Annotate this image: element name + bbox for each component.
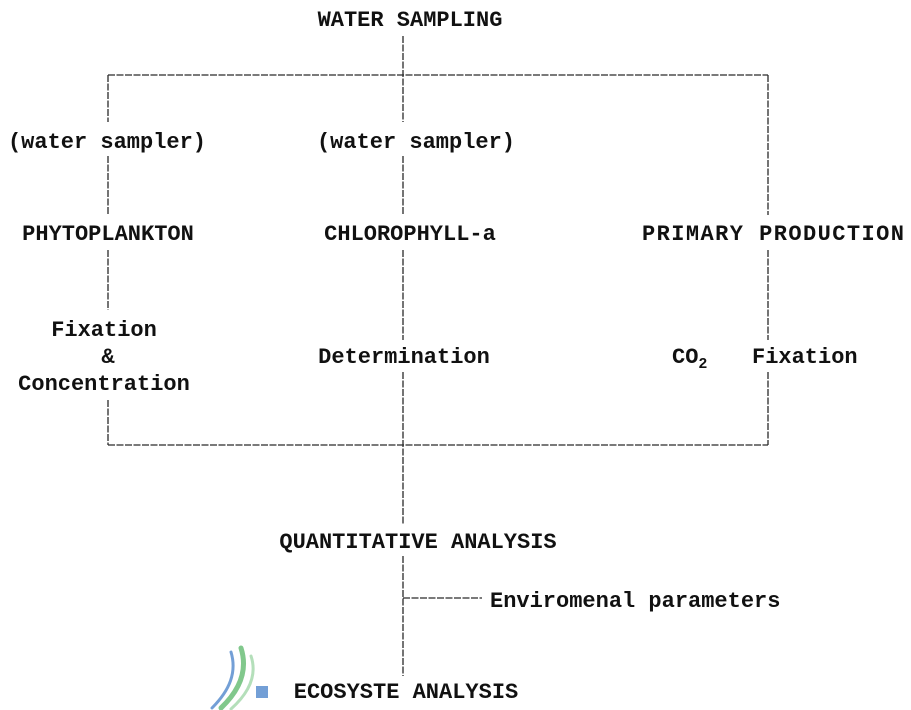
watermark-swirl-green [218, 645, 246, 710]
watermark-square [256, 686, 268, 698]
watermark-swirl-blue [210, 650, 235, 710]
co2-subscript: 2 [698, 356, 707, 373]
fixation-label: Fixation [752, 345, 858, 370]
phytoplankton-label: PHYTOPLANKTON [22, 222, 194, 247]
co2-label: CO2 [672, 345, 707, 373]
ecosystem-analysis-label: ECOSYSTE ANALYSIS [294, 680, 518, 705]
quantitative-analysis-label: QUANTITATIVE ANALYSIS [279, 530, 556, 555]
watermark-logo [210, 645, 268, 710]
chlorophyll-label: CHLOROPHYLL-a [324, 222, 496, 247]
connectors [107, 36, 769, 676]
left-step-line-3: Concentration [18, 372, 190, 397]
left-step-line-1: Fixation [51, 318, 157, 343]
root-node-label: WATER SAMPLING [318, 8, 503, 33]
primary-production-label: PRIMARY PRODUCTION [642, 222, 904, 247]
center-method-label: (water sampler) [317, 130, 515, 155]
watermark-swirl-light [229, 654, 255, 710]
left-method-label: (water sampler) [8, 130, 206, 155]
environmental-parameters-label: Enviromenal parameters [490, 589, 780, 614]
co2-formula: CO [672, 345, 698, 370]
determination-label: Determination [318, 345, 490, 370]
left-step-line-2: & [101, 345, 115, 370]
